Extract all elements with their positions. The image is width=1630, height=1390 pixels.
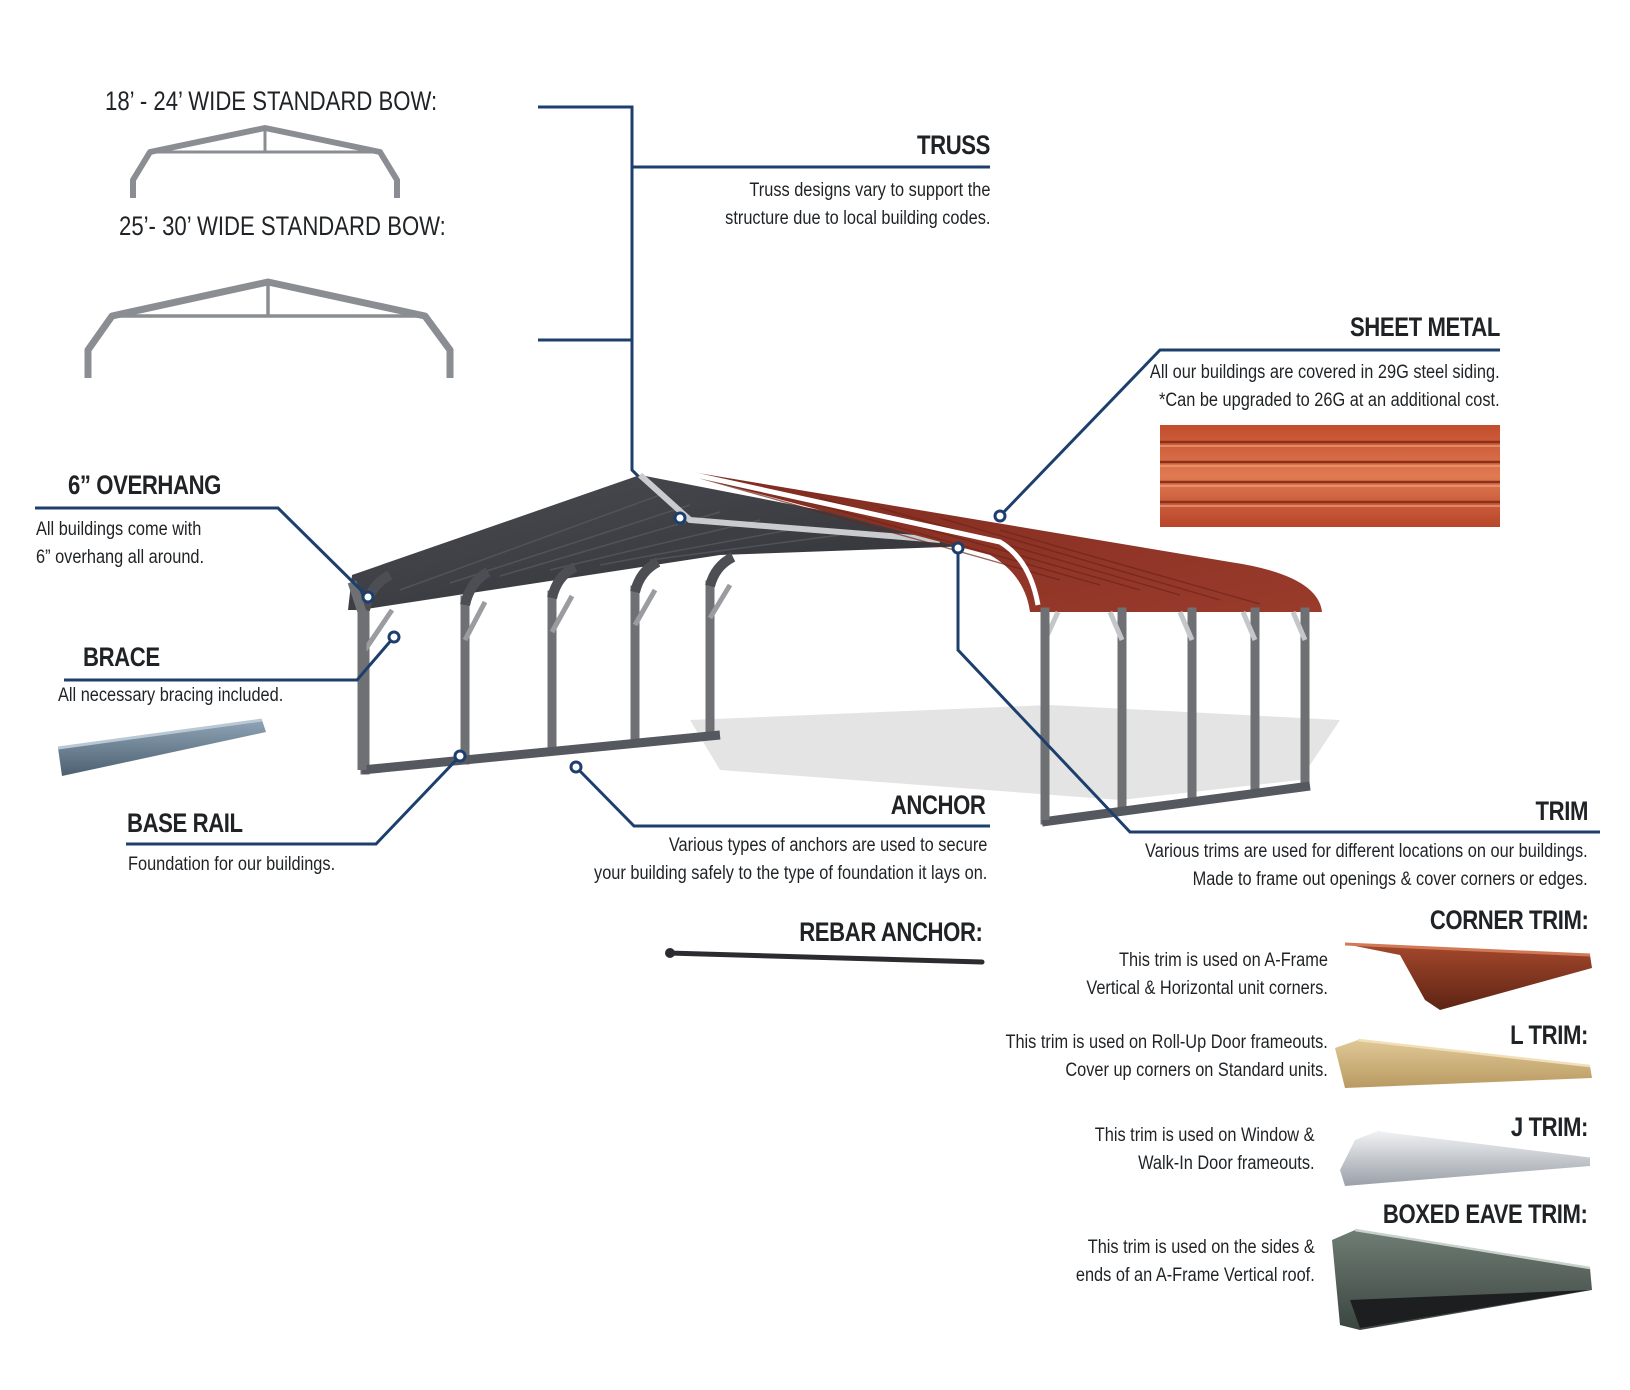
truss-description-line-2: structure due to local building codes. xyxy=(724,208,990,229)
anchor-description-line-2: your building safely to the type of foun… xyxy=(593,863,987,884)
corner-trim-description-line-1: This trim is used on A-Frame xyxy=(1119,950,1328,971)
boxed-eave-trim-sample xyxy=(1332,1228,1592,1330)
l-trim-sample xyxy=(1335,1038,1592,1088)
bow-wide-illustration xyxy=(84,278,454,378)
corner-trim-description-line-2: Vertical & Horizontal unit corners. xyxy=(1086,978,1328,999)
l-trim-description: This trim is used on Roll-Up Door frameo… xyxy=(1006,1029,1328,1085)
j-trim-description-line-1: This trim is used on Window & xyxy=(1095,1125,1315,1146)
trim-description: Various trims are used for different loc… xyxy=(1145,838,1588,894)
l-trim-description-line-2: Cover up corners on Standard units. xyxy=(1065,1060,1328,1081)
carport-shadow xyxy=(690,705,1340,800)
j-trim-sample xyxy=(1340,1128,1591,1186)
overhang-description-line-2: 6” overhang all around. xyxy=(36,547,205,568)
sheet-metal-description-line-2: *Can be upgraded to 26G at an additional… xyxy=(1159,390,1500,411)
bow-bracket-leader xyxy=(538,105,682,520)
sheet-metal-sample xyxy=(1160,425,1500,527)
brace-leader xyxy=(64,636,396,682)
carport-illustration xyxy=(347,462,1322,827)
j-trim-description-line-2: Walk-In Door frameouts. xyxy=(1138,1153,1315,1174)
truss-description-line-1: Truss designs vary to support the xyxy=(749,180,990,201)
brace-description: All necessary bracing included. xyxy=(58,685,284,706)
l-trim-title: L TRIM: xyxy=(1510,1020,1588,1050)
rebar-anchor-sample xyxy=(665,948,985,965)
rebar-anchor-title: REBAR ANCHOR: xyxy=(798,917,983,947)
bow-wide-label: 25’- 30’ WIDE STANDARD BOW: xyxy=(119,211,446,241)
anchor-title: ANCHOR xyxy=(890,790,985,820)
leader-lines xyxy=(35,165,1600,846)
boxed-eave-trim-title: BOXED EAVE TRIM: xyxy=(1383,1199,1588,1229)
corner-trim-sample xyxy=(1344,942,1592,1010)
overhang-title: 6” OVERHANG xyxy=(68,470,221,500)
brace-title: BRACE xyxy=(83,642,160,672)
sheet-metal-leader xyxy=(998,348,1500,518)
boxed-eave-trim-description-line-1: This trim is used on the sides & xyxy=(1087,1237,1315,1258)
brace-sample xyxy=(57,718,266,776)
j-trim-description: This trim is used on Window & Walk-In Do… xyxy=(1095,1122,1315,1178)
overhang-description: All buildings come with 6” overhang all … xyxy=(36,516,204,572)
trim-description-line-2: Made to frame out openings & cover corne… xyxy=(1192,869,1588,890)
corner-trim-title: CORNER TRIM: xyxy=(1429,905,1588,935)
truss-title: TRUSS xyxy=(917,130,990,160)
base-rail-leader xyxy=(126,754,462,846)
sheet-metal-description: All our buildings are covered in 29G ste… xyxy=(1150,359,1500,415)
l-trim-description-line-1: This trim is used on Roll-Up Door frameo… xyxy=(1005,1032,1328,1053)
base-rail-title: BASE RAIL xyxy=(127,808,243,838)
overhang-leader xyxy=(35,506,370,599)
sheet-metal-title: SHEET METAL xyxy=(1349,312,1500,342)
bow-narrow-label: 18’ - 24’ WIDE STANDARD BOW: xyxy=(105,86,438,116)
sheet-metal-description-line-1: All our buildings are covered in 29G ste… xyxy=(1150,362,1500,383)
leader-dots xyxy=(361,509,1007,774)
anchor-description-line-1: Various types of anchors are used to sec… xyxy=(668,835,987,856)
boxed-eave-trim-description: This trim is used on the sides & ends of… xyxy=(1076,1234,1315,1290)
overhang-description-line-1: All buildings come with xyxy=(36,519,202,540)
trim-leader xyxy=(956,548,1600,834)
corner-trim-description: This trim is used on A-Frame Vertical & … xyxy=(1086,947,1328,1003)
anchor-description: Various types of anchors are used to sec… xyxy=(594,832,987,888)
trim-title: TRIM xyxy=(1535,796,1589,826)
trim-description-line-1: Various trims are used for different loc… xyxy=(1145,841,1588,862)
bow-narrow-illustration xyxy=(130,125,400,198)
anchor-leader xyxy=(574,765,990,828)
base-rail-description: Foundation for our buildings. xyxy=(128,854,336,875)
j-trim-title: J TRIM: xyxy=(1510,1112,1588,1142)
truss-description: Truss designs vary to support the struct… xyxy=(725,177,990,233)
boxed-eave-trim-description-line-2: ends of an A-Frame Vertical roof. xyxy=(1076,1265,1315,1286)
